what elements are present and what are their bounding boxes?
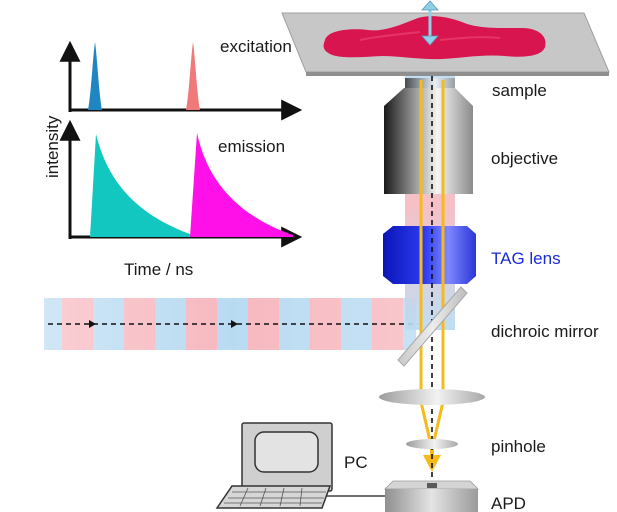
sample-stage	[281, 0, 610, 76]
objective-lens	[384, 78, 473, 194]
axial-scan-arrow-up	[421, 0, 439, 11]
pc-label: PC	[344, 453, 368, 472]
emission-decay-2	[190, 133, 293, 237]
objective-label: objective	[491, 149, 558, 168]
apd-detector	[384, 480, 479, 512]
focusing-lens	[379, 389, 485, 405]
excitation-pulse-2	[186, 42, 200, 110]
axial-scan-arrow-down	[421, 35, 439, 46]
emission-label: emission	[218, 137, 285, 156]
tag-lens	[383, 226, 476, 284]
excitation-beam	[44, 298, 418, 350]
time-axis-label: Time / ns	[124, 260, 193, 279]
excitation-pulse-1	[88, 42, 102, 110]
keyboard-keys	[224, 487, 326, 507]
pc-screen	[254, 431, 319, 473]
dichroic-mirror-label: dichroic mirror	[491, 322, 599, 341]
intensity-axis-label: intensity	[43, 115, 62, 178]
pinhole-label: pinhole	[491, 437, 546, 456]
apd-label: APD	[491, 494, 526, 512]
pc-keyboard	[215, 485, 332, 509]
emission-decay-1	[90, 134, 190, 237]
sample-label: sample	[492, 81, 547, 100]
excitation-label: excitation	[220, 37, 292, 56]
intensity-plot: excitation emission intensity Time / ns	[43, 37, 303, 279]
tag-lens-label: TAG lens	[491, 249, 561, 268]
pc-computer	[215, 422, 385, 509]
pinhole	[406, 439, 458, 449]
dichroic-mirror	[397, 286, 468, 367]
